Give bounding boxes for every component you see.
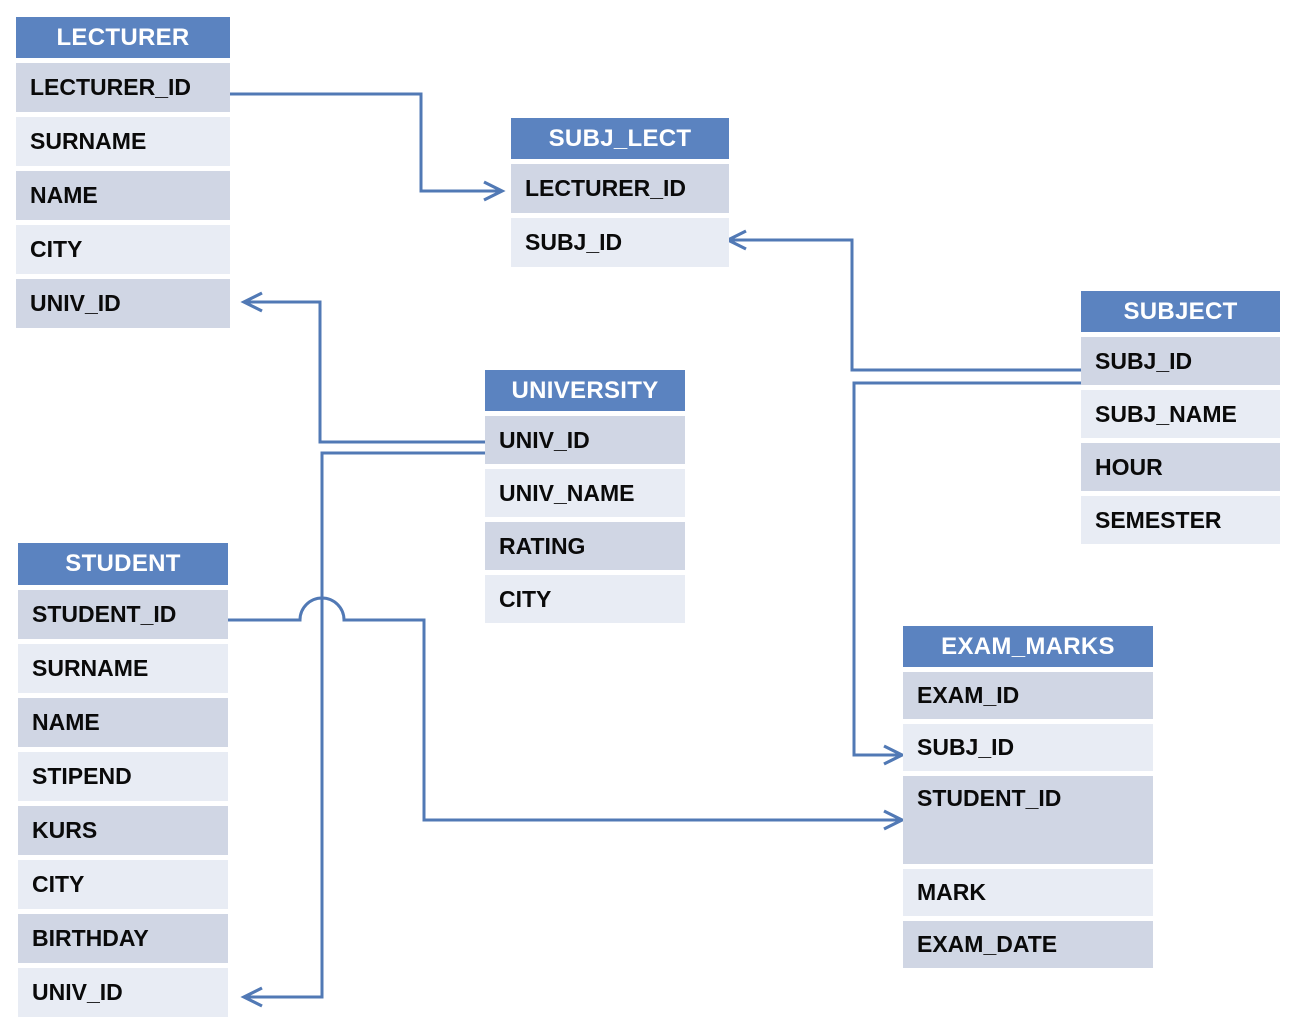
table-header-university: UNIVERSITY (485, 370, 685, 411)
field-row[interactable]: MARK (903, 869, 1153, 916)
field-row[interactable]: CITY (16, 225, 230, 274)
field-row[interactable]: RATING (485, 522, 685, 570)
field-row[interactable]: UNIV_ID (16, 279, 230, 328)
field-row[interactable]: EXAM_DATE (903, 921, 1153, 968)
connector-student-to-exammarks (228, 596, 906, 831)
table-university[interactable]: UNIVERSITY UNIV_ID UNIV_NAME RATING CITY (485, 370, 685, 628)
connector-university-to-student (240, 451, 485, 1008)
field-row[interactable]: STUDENT_ID (18, 590, 228, 639)
table-header-subj-lect: SUBJ_LECT (511, 118, 729, 159)
field-row[interactable]: UNIV_ID (485, 416, 685, 464)
field-row[interactable]: LECTURER_ID (16, 63, 230, 112)
field-row[interactable]: KURS (18, 806, 228, 855)
table-fields-subj-lect: LECTURER_ID SUBJ_ID (511, 164, 729, 267)
field-row[interactable]: STUDENT_ID (903, 776, 1153, 864)
field-row[interactable]: HOUR (1081, 443, 1280, 491)
field-row[interactable]: LECTURER_ID (511, 164, 729, 213)
field-row[interactable]: CITY (485, 575, 685, 623)
field-row[interactable]: UNIV_NAME (485, 469, 685, 517)
table-student[interactable]: STUDENT STUDENT_ID SURNAME NAME STIPEND … (18, 543, 228, 1022)
field-row[interactable]: SUBJ_ID (511, 218, 729, 267)
field-row[interactable]: SUBJ_ID (903, 724, 1153, 771)
table-subject[interactable]: SUBJECT SUBJ_ID SUBJ_NAME HOUR SEMESTER (1081, 291, 1280, 549)
connector-university-to-lecturer (240, 291, 485, 444)
field-row[interactable]: CITY (18, 860, 228, 909)
table-header-student: STUDENT (18, 543, 228, 585)
field-row[interactable]: NAME (18, 698, 228, 747)
field-row[interactable]: SEMESTER (1081, 496, 1280, 544)
table-fields-exam-marks: EXAM_ID SUBJ_ID STUDENT_ID MARK EXAM_DAT… (903, 672, 1153, 968)
field-row[interactable]: SUBJ_NAME (1081, 390, 1280, 438)
field-row[interactable]: STIPEND (18, 752, 228, 801)
field-row[interactable]: SURNAME (18, 644, 228, 693)
field-row[interactable]: SURNAME (16, 117, 230, 166)
field-row[interactable]: NAME (16, 171, 230, 220)
table-header-lecturer: LECTURER (16, 17, 230, 58)
table-fields-university: UNIV_ID UNIV_NAME RATING CITY (485, 416, 685, 623)
table-header-subject: SUBJECT (1081, 291, 1280, 332)
table-subj-lect[interactable]: SUBJ_LECT LECTURER_ID SUBJ_ID (511, 118, 729, 272)
table-fields-subject: SUBJ_ID SUBJ_NAME HOUR SEMESTER (1081, 337, 1280, 544)
connector-lecturer-to-subjlect (230, 92, 506, 202)
table-exam-marks[interactable]: EXAM_MARKS EXAM_ID SUBJ_ID STUDENT_ID MA… (903, 626, 1153, 973)
table-header-exam-marks: EXAM_MARKS (903, 626, 1153, 667)
connector-subject-to-subjlect (724, 229, 1081, 372)
table-lecturer[interactable]: LECTURER LECTURER_ID SURNAME NAME CITY U… (16, 17, 230, 333)
field-row[interactable]: BIRTHDAY (18, 914, 228, 963)
table-fields-student: STUDENT_ID SURNAME NAME STIPEND KURS CIT… (18, 590, 228, 1017)
table-fields-lecturer: LECTURER_ID SURNAME NAME CITY UNIV_ID (16, 63, 230, 328)
field-row[interactable]: SUBJ_ID (1081, 337, 1280, 385)
field-row[interactable]: UNIV_ID (18, 968, 228, 1017)
field-row[interactable]: EXAM_ID (903, 672, 1153, 719)
